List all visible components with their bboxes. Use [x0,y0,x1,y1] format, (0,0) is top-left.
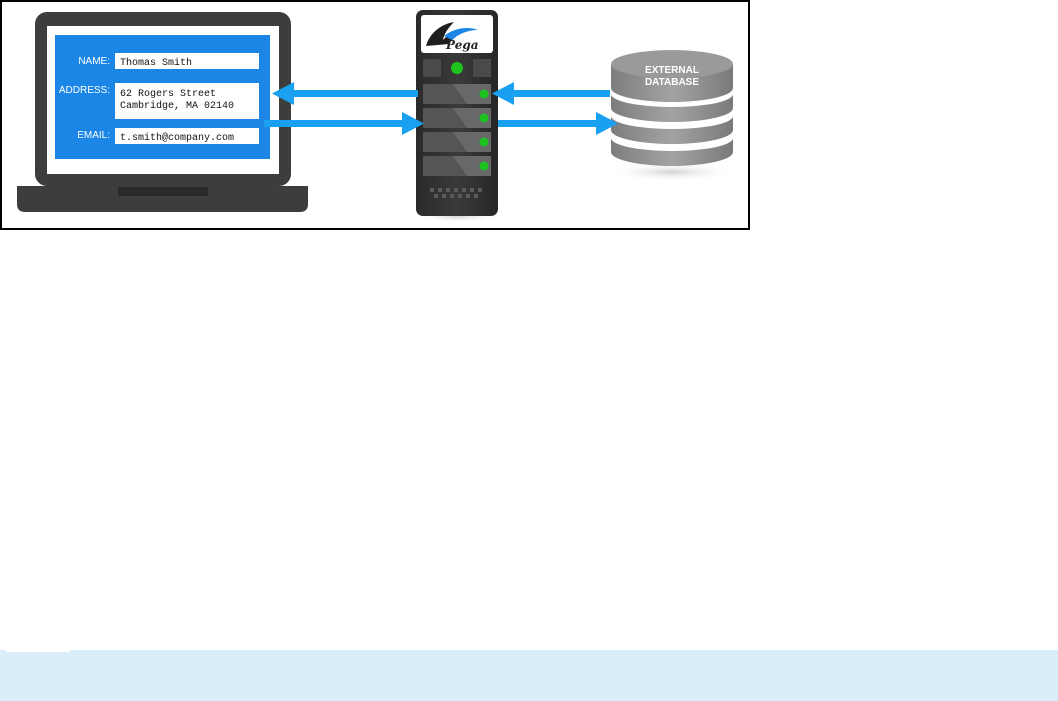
drive-led-icon [479,113,489,123]
address-label: ADDRESS: [59,85,110,96]
arrow-left-icon [492,82,514,105]
arrow-right-icon [402,112,424,135]
database-shadow [606,162,738,182]
external-database: EXTERNAL DATABASE [606,50,738,182]
name-field [115,53,259,69]
email-field [115,128,259,144]
address-line1: 62 Rogers Street [120,89,216,100]
name-value: Thomas Smith [120,57,192,69]
laptop: NAME: Thomas Smith ADDRESS: 62 Rogers St… [17,12,308,212]
server-logo-text: Pega [445,38,479,52]
arrow-laptop-to-server [264,112,424,135]
laptop-base [17,186,308,212]
server-bay-right [473,59,491,77]
email-label: EMAIL: [77,130,110,141]
power-led-icon [451,62,463,74]
server-vent [430,188,482,198]
diagram-canvas: NAME: Thomas Smith ADDRESS: 62 Rogers St… [17,10,738,223]
laptop-hinge [118,187,208,196]
server-bay-left [423,59,441,77]
server-drive-3 [423,132,491,152]
arrow-server-to-database [498,112,618,135]
arrow-left-icon [272,82,294,105]
server: Pega [411,10,503,223]
drive-led-icon [479,161,489,171]
pega-logo-icon [426,22,478,46]
address-field [115,83,259,119]
arrow-database-to-server [492,82,610,105]
database-label-line2: DATABASE [645,77,699,88]
address-line2: Cambridge, MA 02140 [120,100,234,112]
database-label-line1: EXTERNAL [645,65,699,76]
arrow-server-to-laptop [272,82,418,105]
info-bar [0,650,1058,701]
arrow-right-icon [596,112,618,135]
name-label: NAME: [78,56,110,67]
info-bar-tab [6,650,70,652]
drive-led-icon [479,137,489,147]
server-drive-4 [423,156,491,176]
email-value: t.smith@company.com [120,132,234,144]
integration-diagram: NAME: Thomas Smith ADDRESS: 62 Rogers St… [0,0,750,230]
server-drive-1 [423,84,491,104]
server-drive-2 [423,108,491,128]
drive-led-icon [479,89,489,99]
